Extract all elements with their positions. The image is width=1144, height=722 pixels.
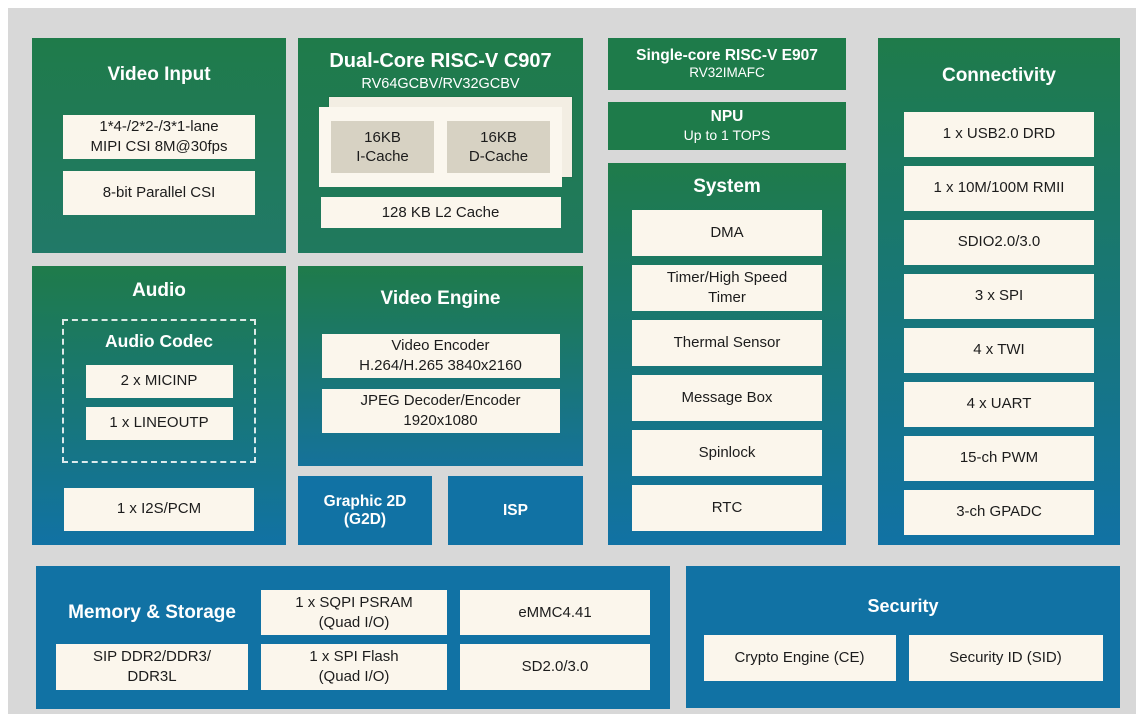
sdio-box: SDIO2.0/3.0 xyxy=(904,219,1094,265)
crypto-engine-box: Crypto Engine (CE) xyxy=(703,634,896,681)
connectivity-title: Connectivity xyxy=(941,65,1057,86)
emmc-box: eMMC4.41 xyxy=(460,590,650,635)
security-block: Security Crypto Engine (CE) Security ID … xyxy=(686,566,1120,708)
audio-codec-title: Audio Codec xyxy=(105,330,213,351)
message-box-box: Message Box xyxy=(632,374,822,421)
audio-codec-group: Audio Codec 2 x MICINP 1 x LINEOUTP xyxy=(62,318,256,463)
system-title: System xyxy=(693,176,761,197)
thermal-sensor-box: Thermal Sensor xyxy=(632,319,822,366)
g2d-title: Graphic 2D (G2D) xyxy=(323,492,407,528)
pwm-box: 15-ch PWM xyxy=(904,435,1094,481)
gpadc-box: 3-ch GPADC xyxy=(904,489,1094,535)
single-core-e907-block: Single-core RISC-V E907 RV32IMAFC xyxy=(608,38,846,90)
c907-title: Dual-Core RISC-V C907 xyxy=(329,50,552,72)
cache-card-front: 16KB I-Cache 16KB D-Cache xyxy=(319,107,562,188)
c907-isa-subtitle: RV64GCBV/RV32GCBV xyxy=(361,76,520,92)
isp-title: ISP xyxy=(503,501,528,519)
isp-block: ISP xyxy=(448,476,583,545)
spi-flash-box: 1 x SPI Flash (Quad I/O) xyxy=(261,644,447,690)
audio-block: Audio Audio Codec 2 x MICINP 1 x LINEOUT… xyxy=(32,266,286,545)
mipi-csi-box: 1*4-/2*2-/3*1-lane MIPI CSI 8M@30fps xyxy=(63,114,255,159)
dual-core-c907-block: Dual-Core RISC-V C907 RV64GCBV/RV32GCBV … xyxy=(298,38,583,253)
npu-tops-subtitle: Up to 1 TOPS xyxy=(683,127,771,143)
connectivity-block: Connectivity 1 x USB2.0 DRD 1 x 10M/100M… xyxy=(878,38,1120,545)
sd-box: SD2.0/3.0 xyxy=(460,644,650,690)
video-engine-items: Video Encoder H.264/H.265 3840x2160 JPEG… xyxy=(321,333,560,433)
dma-box: DMA xyxy=(632,209,822,256)
memory-storage-block: Memory & Storage 1 x SQPI PSRAM (Quad I/… xyxy=(36,566,670,709)
timer-box: Timer/High Speed Timer xyxy=(632,264,822,311)
i2s-pcm-box: 1 x I2S/PCM xyxy=(64,487,254,531)
diagram-canvas: Video Input 1*4-/2*2-/3*1-lane MIPI CSI … xyxy=(8,8,1136,714)
security-items: Crypto Engine (CE) Security ID (SID) xyxy=(703,634,1103,681)
audio-title: Audio xyxy=(132,280,186,301)
video-engine-block: Video Engine Video Encoder H.264/H.265 3… xyxy=(298,266,583,466)
memory-storage-title: Memory & Storage xyxy=(68,601,236,623)
npu-title: NPU xyxy=(710,108,744,126)
usb-box: 1 x USB2.0 DRD xyxy=(904,111,1094,157)
system-block: System DMA Timer/High Speed Timer Therma… xyxy=(608,163,846,545)
e907-title: Single-core RISC-V E907 xyxy=(636,46,818,64)
l2-cache-box: 128 KB L2 Cache xyxy=(320,197,561,229)
spi-box: 3 x SPI xyxy=(904,273,1094,319)
system-items: DMA Timer/High Speed Timer Thermal Senso… xyxy=(632,209,822,531)
rtc-box: RTC xyxy=(632,484,822,531)
video-encoder-box: Video Encoder H.264/H.265 3840x2160 xyxy=(321,333,560,378)
sqpi-psram-box: 1 x SQPI PSRAM (Quad I/O) xyxy=(261,590,447,635)
video-input-block: Video Input 1*4-/2*2-/3*1-lane MIPI CSI … xyxy=(32,38,286,253)
e907-isa-subtitle: RV32IMAFC xyxy=(689,65,765,81)
micinp-box: 2 x MICINP xyxy=(85,364,233,398)
sip-ddr-box: SIP DDR2/DDR3/ DDR3L xyxy=(56,644,248,690)
jpeg-codec-box: JPEG Decoder/Encoder 1920x1080 xyxy=(321,388,560,433)
dcache-box: 16KB D-Cache xyxy=(447,121,550,174)
audio-codec-items: 2 x MICINP 1 x LINEOUTP xyxy=(85,364,233,440)
parallel-csi-box: 8-bit Parallel CSI xyxy=(63,170,255,215)
lineoutp-box: 1 x LINEOUTP xyxy=(85,406,233,440)
rmii-box: 1 x 10M/100M RMII xyxy=(904,165,1094,211)
twi-box: 4 x TWI xyxy=(904,327,1094,373)
spinlock-box: Spinlock xyxy=(632,429,822,476)
graphic-2d-block: Graphic 2D (G2D) xyxy=(298,476,432,545)
video-input-items: 1*4-/2*2-/3*1-lane MIPI CSI 8M@30fps 8-b… xyxy=(63,114,255,215)
connectivity-items: 1 x USB2.0 DRD 1 x 10M/100M RMII SDIO2.0… xyxy=(904,111,1094,535)
video-engine-title: Video Engine xyxy=(380,288,501,309)
security-id-box: Security ID (SID) xyxy=(908,634,1103,681)
video-input-title: Video Input xyxy=(107,64,211,85)
icache-box: 16KB I-Cache xyxy=(331,121,434,174)
security-title: Security xyxy=(867,596,939,616)
npu-block: NPU Up to 1 TOPS xyxy=(608,102,846,150)
uart-box: 4 x UART xyxy=(904,381,1094,427)
cache-card-stack: 16KB I-Cache 16KB D-Cache xyxy=(319,97,572,188)
